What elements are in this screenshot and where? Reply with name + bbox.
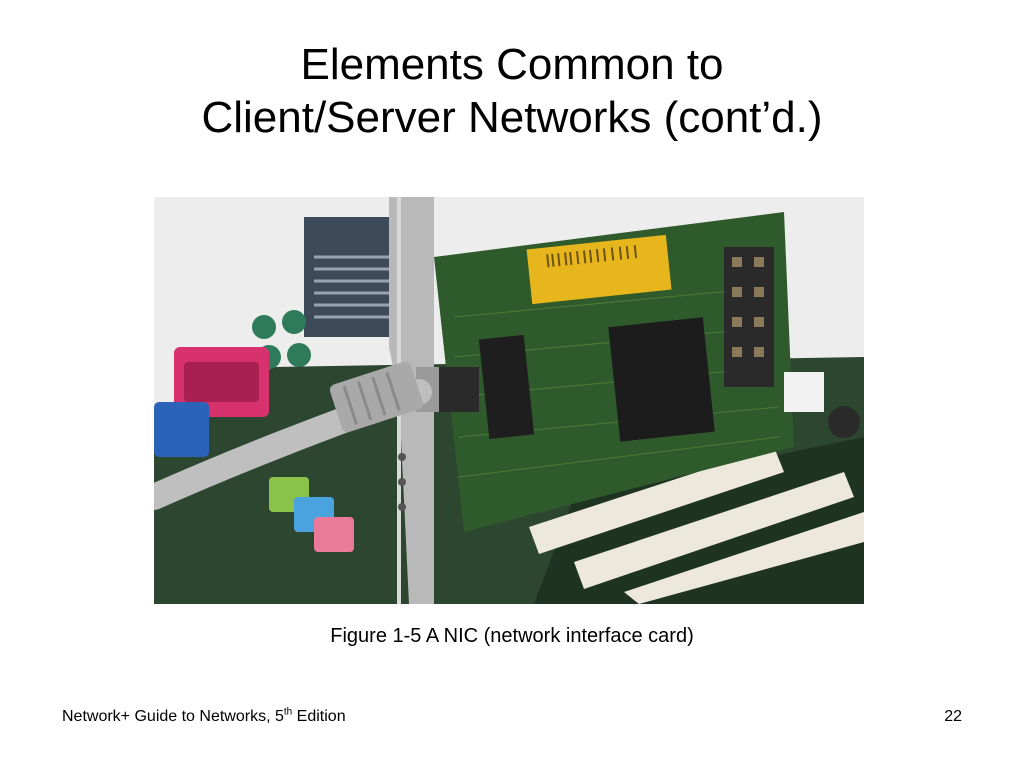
slide-title: Elements Common to Client/Server Network… <box>0 38 1024 144</box>
page-number: 22 <box>944 708 962 725</box>
footer-book-title: Network+ Guide to Networks, 5th Edition <box>62 706 346 728</box>
title-line-1: Elements Common to <box>300 40 724 89</box>
footer-book-prefix: Network+ Guide to Networks, 5 <box>62 708 284 725</box>
footer-book-sup: th <box>283 706 293 718</box>
footer-book-suffix: Edition <box>292 708 346 725</box>
nic-photo <box>154 197 864 604</box>
title-line-2: Client/Server Networks (cont’d.) <box>201 93 823 142</box>
figure-caption: Figure 1-5 A NIC (network interface card… <box>330 625 694 647</box>
